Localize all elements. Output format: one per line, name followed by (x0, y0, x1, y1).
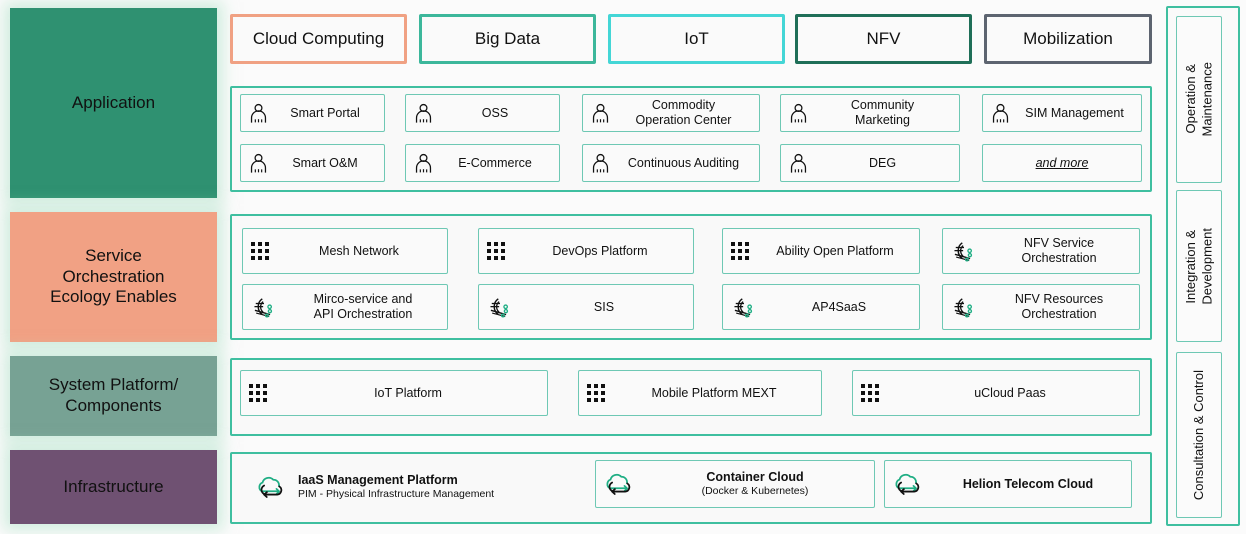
cloud-icon (893, 472, 923, 497)
layer-label-application: Application (10, 8, 217, 198)
item-label: SIS (593, 299, 615, 314)
item-label: Mobile Platform MEXT (651, 385, 777, 400)
rail-item-label: Consultation & Control (1190, 369, 1206, 501)
person-icon (789, 153, 808, 174)
dots-grid-icon (587, 384, 605, 402)
item-oss[interactable]: OSS (405, 94, 560, 132)
item-continuous-auditing[interactable]: Continuous Auditing (582, 144, 760, 182)
item-label: OSS (481, 105, 509, 120)
item-text-block: Helion Telecom Cloud (933, 477, 1123, 492)
dots-grid-icon (731, 242, 749, 260)
person-icon (789, 103, 808, 124)
item-commodity[interactable]: Commodity Operation Center (582, 94, 760, 132)
dots-grid-icon (249, 384, 267, 402)
item-label: Continuous Auditing (627, 155, 740, 170)
person-icon (414, 153, 433, 174)
category-box-big-data[interactable]: Big Data (419, 14, 596, 64)
rail-item-consultation-control[interactable]: Consultation & Control (1176, 352, 1222, 518)
item-label: Smart Portal (290, 105, 360, 120)
item-sis[interactable]: SIS (478, 284, 694, 330)
item-ability-open-platform[interactable]: Ability Open Platform (722, 228, 920, 274)
category-box-mobilization[interactable]: Mobilization (984, 14, 1152, 64)
item-label: Commodity Operation Center (635, 98, 732, 127)
item-mesh-network[interactable]: Mesh Network (242, 228, 448, 274)
item-label: Community Marketing (850, 98, 915, 127)
item-smart-o-m[interactable]: Smart O&M (240, 144, 385, 182)
item-label: uCloud Paas (974, 385, 1046, 400)
rail-item-operation-[interactable]: Operation & Maintenance (1176, 16, 1222, 183)
layer-label-service-orchestration: Service Orchestration Ecology Enables (10, 212, 217, 342)
item-ucloud-paas[interactable]: uCloud Paas (852, 370, 1140, 416)
person-icon (591, 153, 610, 174)
orchestration-icon (251, 296, 277, 319)
item-subtitle: PIM - Physical Infrastructure Management (298, 488, 495, 501)
item-nfv-resources[interactable]: NFV Resources Orchestration (942, 284, 1140, 330)
item-label: E-Commerce (458, 155, 532, 170)
item-ap4saas[interactable]: AP4SaaS (722, 284, 920, 330)
rail-item-label: Integration & Development (1182, 227, 1214, 305)
item-label: SIM Management (1025, 105, 1124, 120)
person-icon (249, 103, 268, 124)
item-label: NFV Service Orchestration (1021, 236, 1097, 265)
item-e-commerce[interactable]: E-Commerce (405, 144, 560, 182)
item-title: Container Cloud (706, 470, 804, 485)
rail-item-label: Operation & Maintenance (1182, 62, 1214, 137)
item-label: AP4SaaS (811, 299, 867, 314)
person-icon (591, 103, 610, 124)
item-label: NFV Resources Orchestration (1014, 292, 1104, 321)
item-label: Ability Open Platform (776, 243, 894, 258)
person-icon (991, 103, 1010, 124)
layer-label-infrastructure: Infrastructure (10, 450, 217, 524)
item-devops-platform[interactable]: DevOps Platform (478, 228, 694, 274)
orchestration-icon (951, 296, 977, 319)
rail-item-integration-[interactable]: Integration & Development (1176, 190, 1222, 342)
item-community[interactable]: Community Marketing (780, 94, 960, 132)
item-smart-portal[interactable]: Smart Portal (240, 94, 385, 132)
orchestration-icon (951, 240, 977, 263)
layer-label-system-platform: System Platform/ Components (10, 356, 217, 436)
item-label: IoT Platform (374, 385, 442, 400)
item-sim-management[interactable]: SIM Management (982, 94, 1142, 132)
item-container-cloud[interactable]: Container Cloud(Docker & Kubernetes) (595, 460, 875, 508)
item-subtitle: (Docker & Kubernetes) (701, 485, 809, 498)
orchestration-icon (731, 296, 757, 319)
category-box-cloud-computing[interactable]: Cloud Computing (230, 14, 407, 64)
category-box-nfv[interactable]: NFV (795, 14, 972, 64)
item-mirco-service-and[interactable]: Mirco-service and API Orchestration (242, 284, 448, 330)
category-box-iot[interactable]: IoT (608, 14, 785, 64)
item-label: Mirco-service and API Orchestration (313, 292, 413, 321)
item-helion-telecom-cloud[interactable]: Helion Telecom Cloud (884, 460, 1132, 508)
item-nfv-service[interactable]: NFV Service Orchestration (942, 228, 1140, 274)
item-label: Smart O&M (292, 155, 358, 170)
item-mobile-platform-mext[interactable]: Mobile Platform MEXT (578, 370, 822, 416)
dots-grid-icon (487, 242, 505, 260)
cloud-icon (604, 472, 634, 497)
cloud-icon (256, 475, 286, 500)
item-and-more[interactable]: and more (982, 144, 1142, 182)
person-icon (249, 153, 268, 174)
item-label: DEG (868, 155, 897, 170)
item-iot-platform[interactable]: IoT Platform (240, 370, 548, 416)
item-text-block: Container Cloud(Docker & Kubernetes) (644, 470, 866, 498)
item-label: Mesh Network (319, 243, 399, 258)
item-title: IaaS Management Platform (298, 473, 458, 488)
item-label: and more (1035, 155, 1089, 170)
person-icon (414, 103, 433, 124)
item-deg[interactable]: DEG (780, 144, 960, 182)
orchestration-icon (487, 296, 513, 319)
item-title: Helion Telecom Cloud (962, 476, 1094, 491)
item-label: DevOps Platform (552, 243, 648, 258)
dots-grid-icon (861, 384, 879, 402)
dots-grid-icon (251, 242, 269, 260)
